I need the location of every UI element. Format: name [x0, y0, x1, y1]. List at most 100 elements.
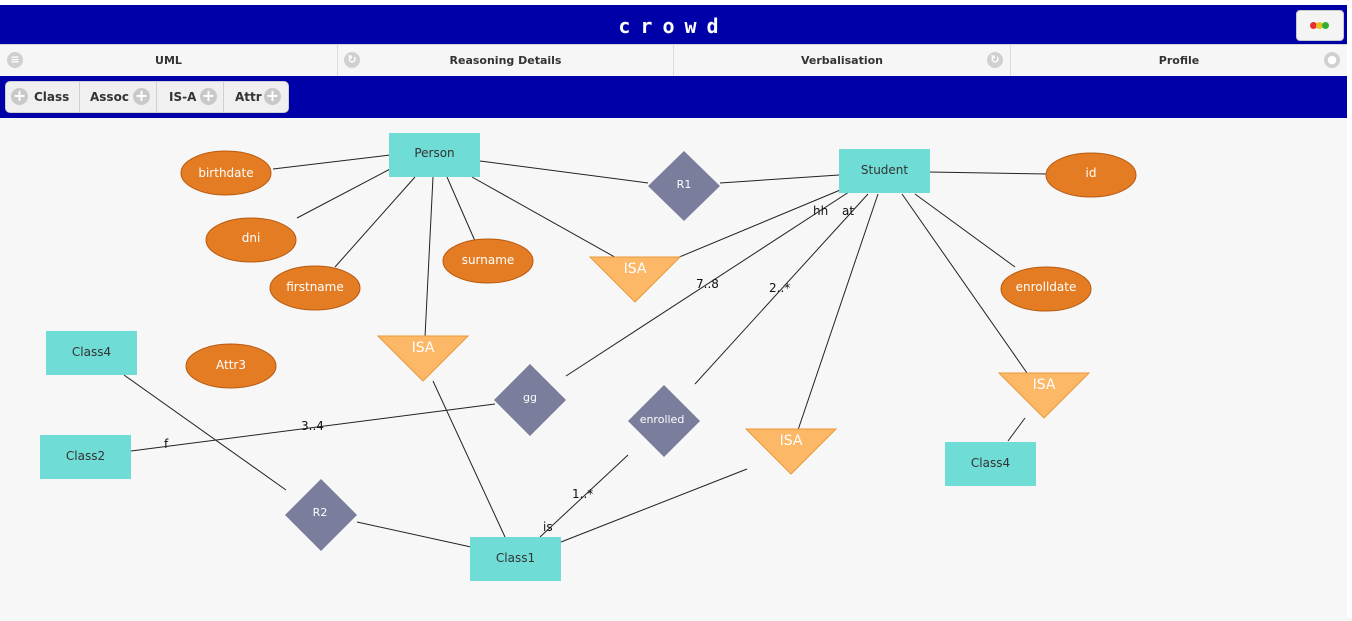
isa-person-class1[interactable]: ISA — [376, 335, 470, 382]
role-label-f: f — [164, 437, 169, 451]
attribute-enrolldate[interactable]: enrolldate — [1000, 266, 1092, 312]
tab-verbalisation-label: Verbalisation — [800, 54, 884, 67]
attribute-label: Attr3 — [216, 358, 246, 372]
plus-icon: + — [11, 86, 28, 105]
attribute-ellipse — [1000, 266, 1092, 312]
role-label-is: is — [543, 520, 553, 534]
menu-icon[interactable]: ≡ — [7, 52, 23, 68]
connector-lines — [123, 154, 1048, 548]
isa-label: ISA — [624, 261, 647, 277]
refresh-icon[interactable]: ↻ — [344, 52, 360, 68]
relationship-label: gg — [523, 391, 537, 404]
plus-icon: + — [133, 86, 150, 105]
isa-label: ISA — [1033, 377, 1056, 393]
isa-triangle — [997, 372, 1091, 419]
entity-class4-right[interactable]: Class4 — [945, 442, 1036, 486]
attribute-label: surname — [462, 253, 515, 267]
attribute-label: id — [1086, 166, 1097, 180]
attribute-attr3[interactable]: Attr3 — [185, 343, 277, 389]
attribute-ellipse — [269, 265, 361, 311]
relationship-label: R1 — [677, 178, 692, 191]
attribute-birthdate[interactable]: birthdate — [180, 150, 272, 196]
attribute-id[interactable]: id — [1045, 152, 1137, 198]
link-line — [479, 160, 649, 184]
entity-label: Class1 — [496, 551, 535, 565]
diagram-toolbar: + Class Assoc + IS-A + Attr + — [0, 76, 1347, 118]
entity-label: Class2 — [66, 449, 105, 463]
relationship-diamond — [494, 364, 566, 436]
attribute-ellipse — [185, 343, 277, 389]
role-label-hh: hh — [813, 204, 828, 218]
isa-person-student[interactable]: ISA — [588, 256, 682, 303]
entity-class4-left[interactable]: Class4 — [46, 331, 137, 375]
link-line — [565, 189, 853, 377]
main-nav: ≡ UML ↻ Reasoning Details Verbalisation … — [0, 45, 1347, 77]
entity-label: Student — [861, 163, 909, 177]
entity-class1[interactable]: Class1 — [470, 537, 561, 581]
add-class-button[interactable]: + Class — [6, 82, 80, 112]
attribute-firstname[interactable]: firstname — [269, 265, 361, 311]
tab-reasoning-details[interactable]: ↻ Reasoning Details — [338, 45, 674, 76]
tab-verbalisation[interactable]: Verbalisation ↻ — [674, 45, 1011, 76]
attribute-ellipse — [1045, 152, 1137, 198]
relationship-diamond — [285, 479, 357, 551]
relationship-label: enrolled — [640, 413, 685, 426]
attribute-label: birthdate — [198, 166, 253, 180]
add-isa-label: IS-A — [169, 90, 197, 104]
isa-student-class4[interactable]: ISA — [997, 372, 1091, 419]
user-icon[interactable]: ● — [1324, 52, 1340, 68]
add-class-label: Class — [34, 90, 70, 104]
attribute-ellipse — [205, 217, 297, 263]
attribute-label: enrolldate — [1016, 280, 1077, 294]
refresh-icon[interactable]: ↻ — [987, 52, 1003, 68]
link-line — [424, 176, 434, 338]
isa-triangle — [588, 256, 682, 303]
entity-student[interactable]: Student — [839, 149, 930, 193]
isa-triangle — [376, 335, 470, 382]
app-header: crowd — [0, 5, 1347, 45]
attribute-label: dni — [242, 231, 261, 245]
add-attr-label: Attr — [235, 90, 262, 104]
add-isa-button[interactable]: IS-A + — [157, 82, 224, 112]
diagram-canvas[interactable]: Person Student Class4 Class2 Class1 Clas… — [0, 118, 1347, 617]
green-light-icon — [1322, 22, 1329, 29]
entity-label: Class4 — [72, 345, 111, 359]
tab-profile[interactable]: Profile ● — [1011, 45, 1347, 76]
add-attr-button[interactable]: Attr + — [224, 82, 288, 112]
relationship-enrolled[interactable]: enrolled — [628, 385, 700, 457]
plus-icon: + — [264, 86, 281, 105]
cardinality-label: 2..* — [769, 281, 790, 295]
entity-box — [839, 149, 930, 193]
cardinality-label: 3..4 — [301, 419, 324, 433]
tab-uml-label: UML — [155, 54, 182, 67]
top-margin — [0, 0, 1352, 5]
entity-class2[interactable]: Class2 — [40, 435, 131, 479]
link-line — [560, 468, 748, 543]
attribute-ellipse — [180, 150, 272, 196]
link-line — [901, 193, 1028, 374]
entity-box — [40, 435, 131, 479]
attribute-surname[interactable]: surname — [442, 238, 534, 284]
relationship-label: R2 — [313, 506, 328, 519]
add-assoc-button[interactable]: Assoc + — [80, 82, 157, 112]
er-diagram: Person Student Class4 Class2 Class1 Clas… — [40, 133, 1137, 581]
relationship-r1[interactable]: R1 — [648, 151, 720, 221]
link-line — [539, 454, 629, 538]
status-lights-button[interactable] — [1296, 10, 1344, 41]
attribute-dni[interactable]: dni — [205, 217, 297, 263]
isa-student-class1[interactable]: ISA — [744, 428, 838, 475]
link-line — [1007, 417, 1026, 442]
relationship-r2[interactable]: R2 — [285, 479, 357, 551]
relationship-diamond — [628, 385, 700, 457]
tab-uml[interactable]: ≡ UML — [0, 45, 338, 76]
entity-box — [389, 133, 480, 177]
red-light-icon — [1310, 22, 1317, 29]
link-line — [694, 193, 869, 385]
relationship-gg[interactable]: gg — [494, 364, 566, 436]
entity-box — [470, 537, 561, 581]
cardinality-label: 7..8 — [696, 277, 719, 291]
link-line — [123, 374, 287, 491]
entity-person[interactable]: Person — [389, 133, 480, 177]
link-line — [914, 193, 1016, 268]
window-edge — [1347, 0, 1352, 617]
